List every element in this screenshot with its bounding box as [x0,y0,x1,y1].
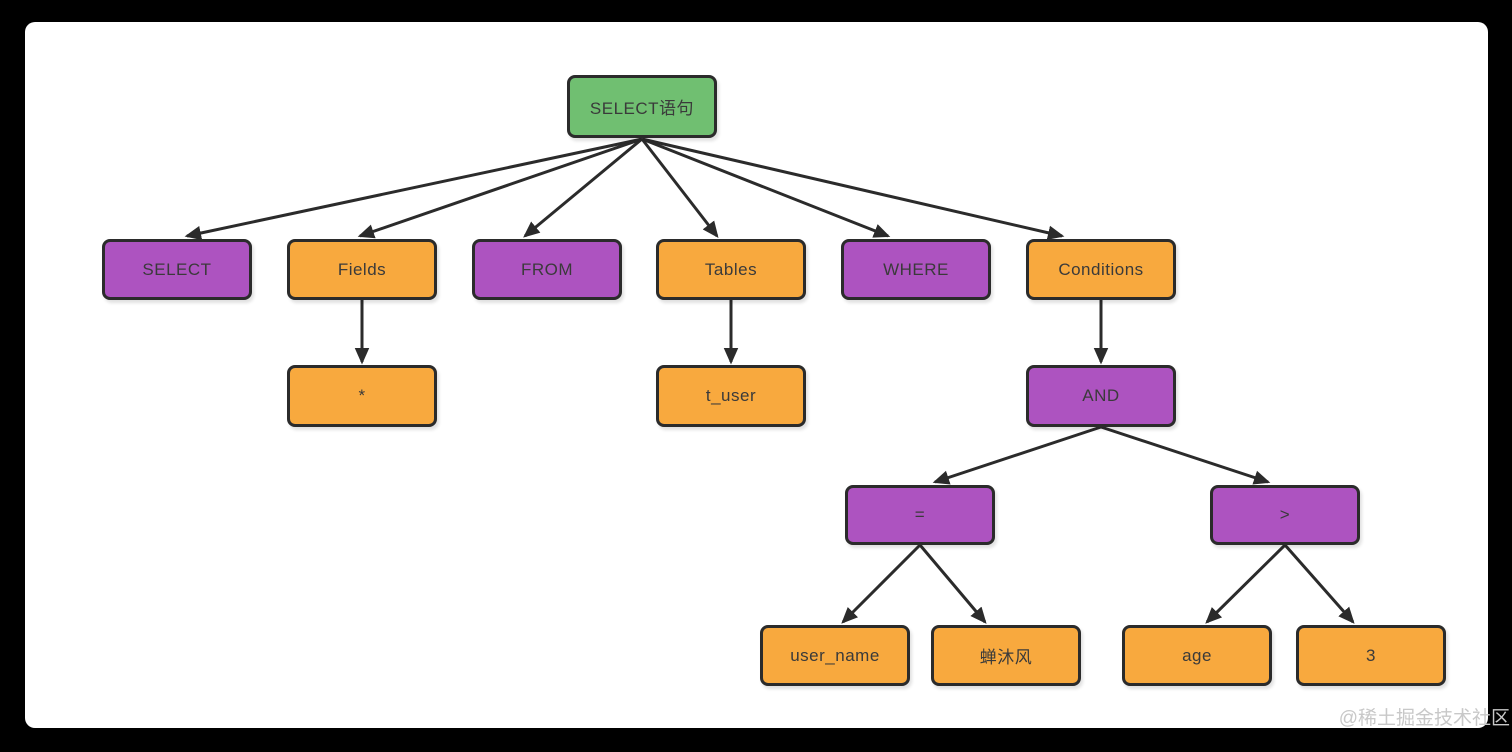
node-t-user: t_user [656,365,806,427]
node-label: Conditions [1058,259,1144,279]
node-label: SELECT语句 [589,99,695,118]
node-label: user_name [790,645,880,665]
node-from: FROM [472,239,622,300]
node-label: Tables [704,259,758,279]
node-tables: Tables [656,239,806,300]
node-and: AND [1026,365,1176,427]
node-equals: = [845,485,995,545]
juejin-watermark: @稀土掘金技术社区 [1338,708,1510,729]
node-label: age [1182,645,1212,665]
node-label: 3 [1366,645,1376,665]
node-label: Fields [337,259,387,279]
node-label: AND [1082,386,1120,405]
node-label: = [914,505,926,524]
node-label: 蝉沐风 [979,648,1033,667]
node-label: t_user [705,386,757,405]
node-label: FROM [520,259,574,279]
node-label: > [1279,505,1291,524]
node-star: * [287,365,437,427]
node-user-name: user_name [760,625,910,686]
node-value-3: 3 [1296,625,1446,686]
node-age: age [1122,625,1272,686]
node-greater-than: > [1210,485,1360,545]
node-conditions: Conditions [1026,239,1176,300]
node-label: WHERE [883,259,949,279]
node-label: SELECT [142,259,212,279]
node-fields: Fields [287,239,437,300]
node-chanmufeng-value: 蝉沐风 [931,625,1081,686]
node-label: * [358,386,366,405]
node-select: SELECT [102,239,252,300]
node-where: WHERE [841,239,991,300]
node-select-statement: SELECT语句 [567,75,717,138]
